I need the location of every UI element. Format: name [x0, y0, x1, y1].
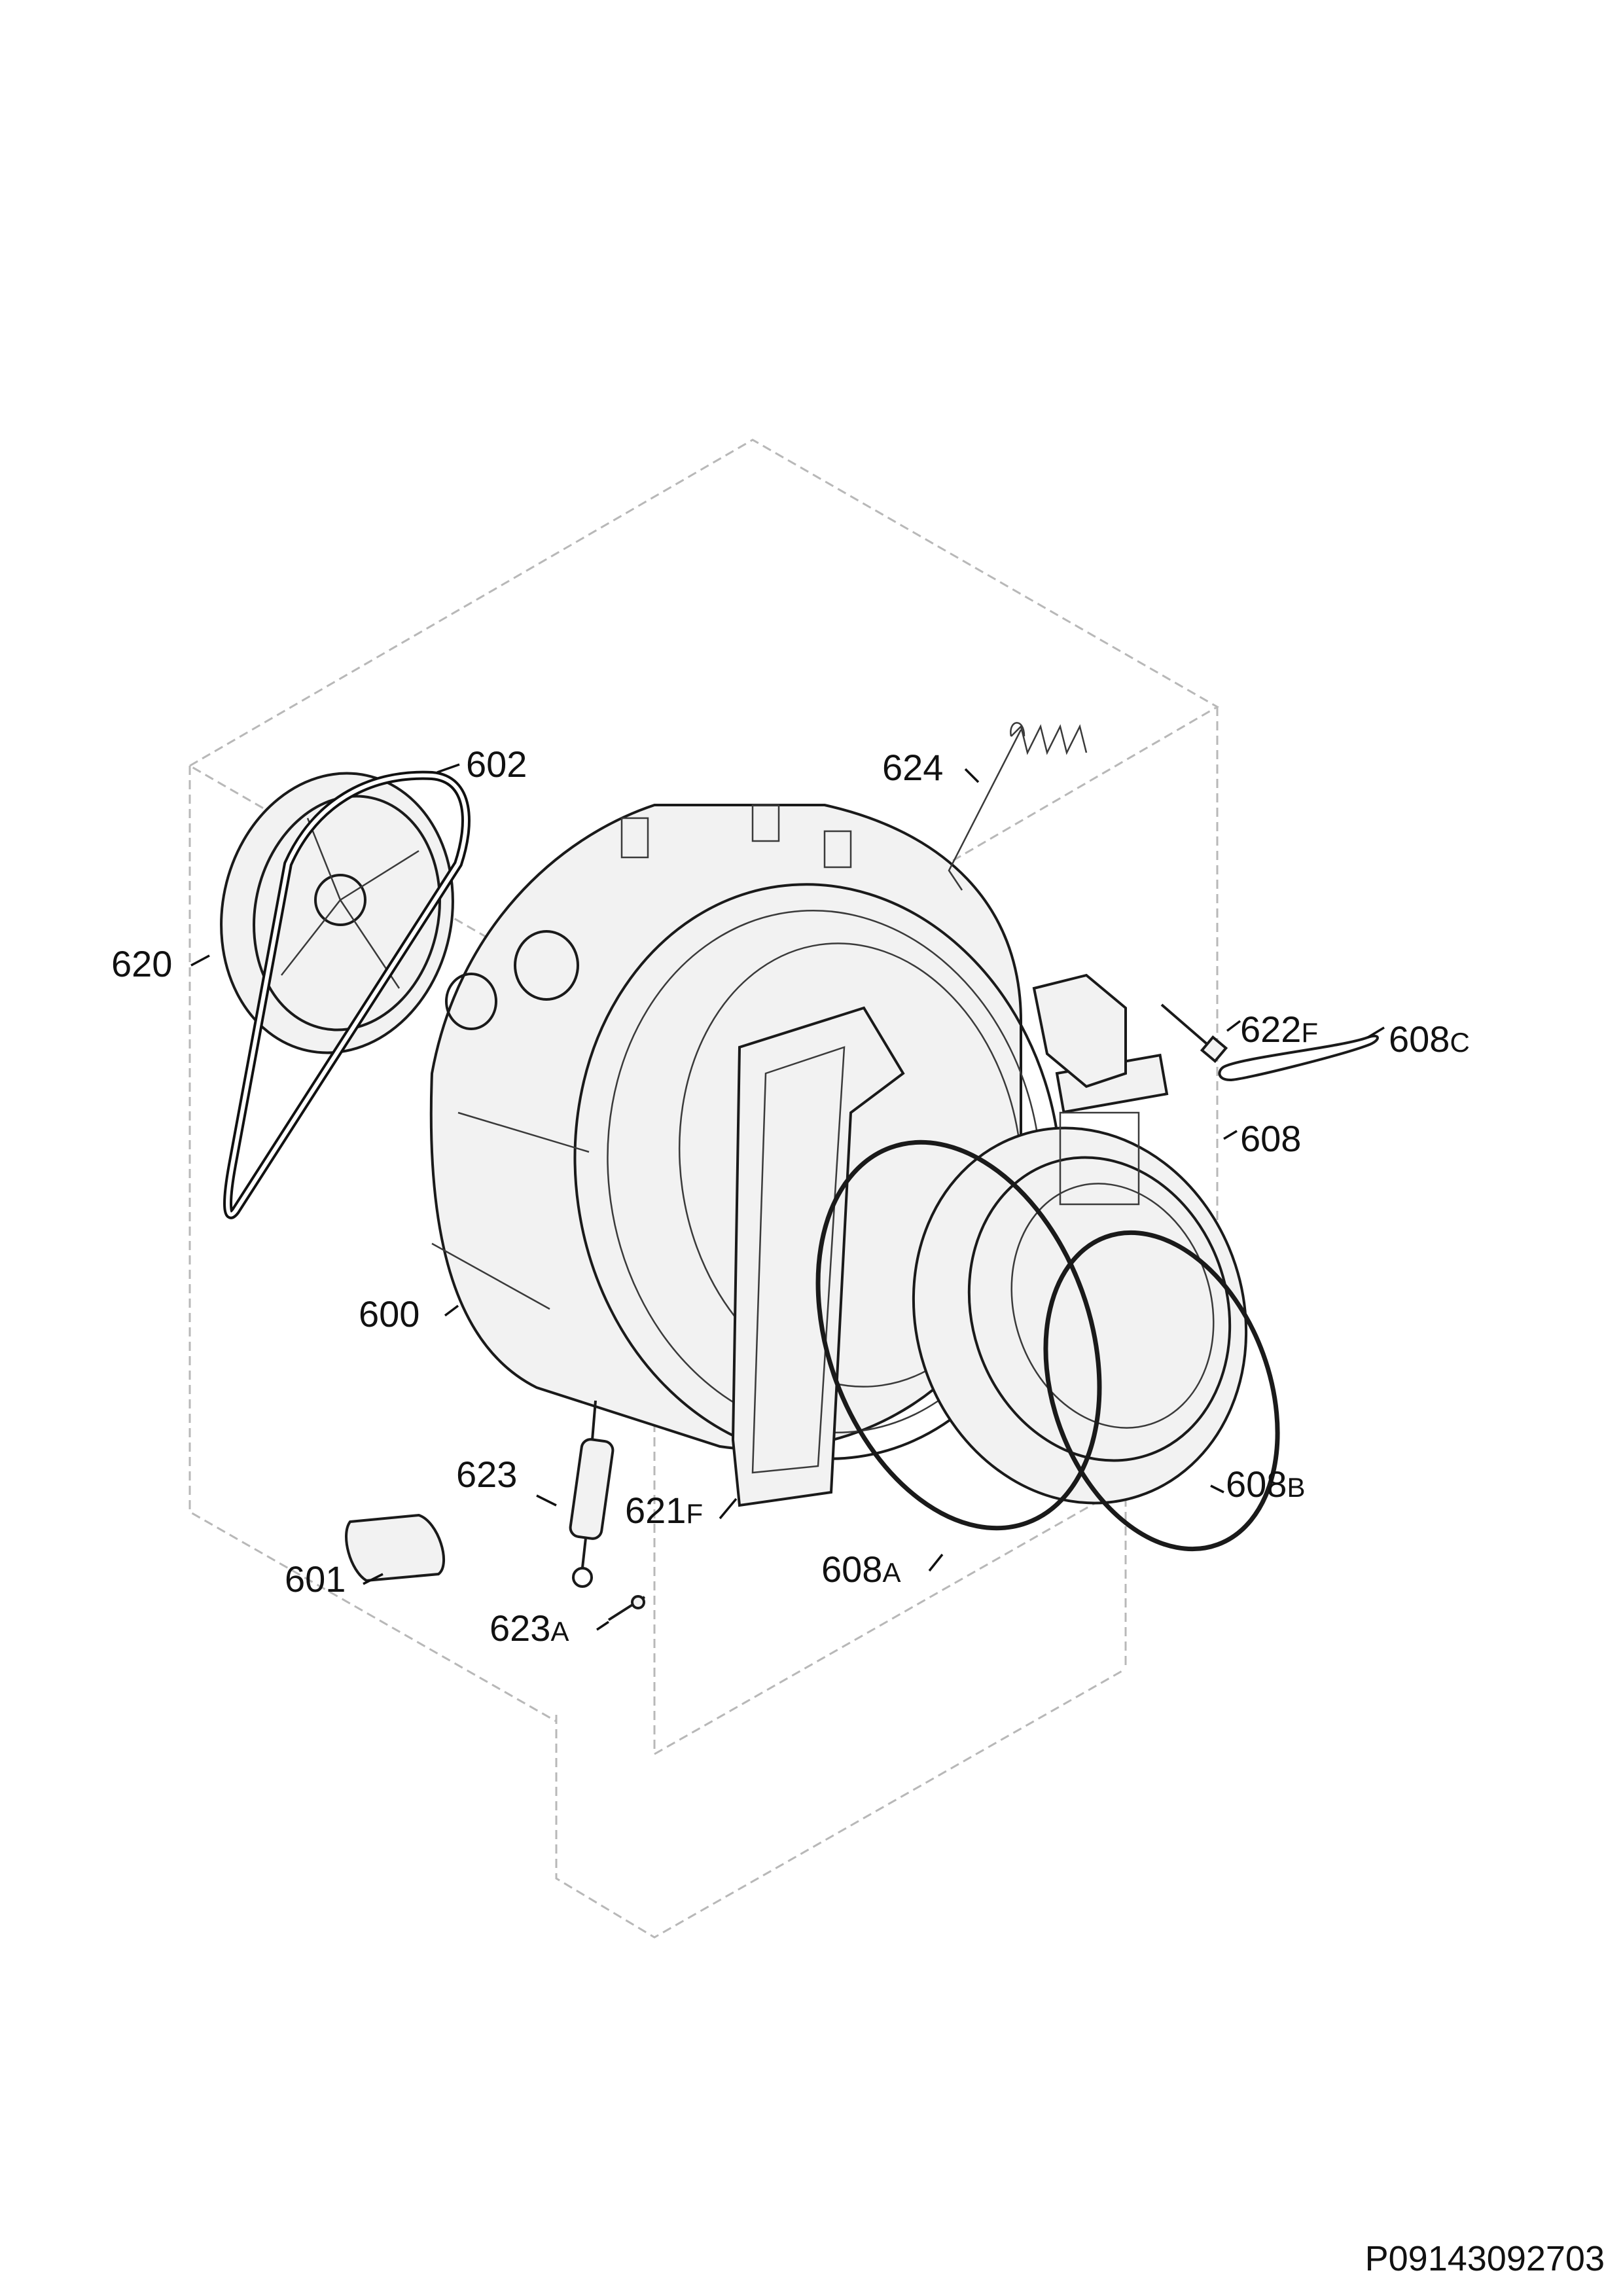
callout-number: 608: [821, 1549, 883, 1590]
callout-number: 600: [359, 1293, 420, 1335]
callout-608B: 608B: [1226, 1466, 1305, 1503]
callout-suffix: F: [1301, 1017, 1319, 1048]
callout-number: 608: [1226, 1463, 1287, 1505]
callout-number: 620: [111, 943, 173, 984]
callout-601: 601: [285, 1561, 346, 1598]
leader-lines: [190, 763, 1385, 1631]
callout-number: 601: [285, 1558, 346, 1600]
callout-suffix: A: [550, 1616, 569, 1647]
callout-623: 623: [456, 1456, 517, 1493]
callout-suffix: F: [686, 1498, 704, 1529]
callout-621F: 621F: [625, 1492, 703, 1529]
bracket-icon: [1032, 973, 1127, 1088]
callout-600: 600: [359, 1296, 419, 1333]
outer-clamp-ring-icon: [1043, 1230, 1280, 1552]
callout-624: 624: [882, 749, 943, 786]
callout-suffix: C: [1450, 1027, 1470, 1058]
screw-icon: [1160, 1003, 1228, 1064]
callout-number: 622: [1240, 1009, 1302, 1050]
callout-608C: 608C: [1389, 1021, 1470, 1058]
callout-number: 602: [466, 744, 527, 785]
callout-number: 623: [456, 1454, 518, 1495]
callout-602: 602: [466, 746, 527, 783]
callout-suffix: A: [882, 1557, 901, 1588]
spring-clip-icon: [1218, 1034, 1379, 1082]
callout-608A: 608A: [821, 1551, 901, 1588]
seal-clamp-ring-icon: [815, 1139, 1102, 1531]
figure-code: P09143092703: [1364, 2239, 1605, 2278]
callout-number: 608: [1389, 1018, 1450, 1060]
callout-608: 608: [1240, 1121, 1301, 1157]
callout-number: 623: [490, 1607, 551, 1649]
drive-belt-icon: [223, 770, 471, 1219]
callout-number: 621: [625, 1490, 687, 1531]
pin-icon: [607, 1595, 646, 1621]
weight-block-icon: [345, 1513, 445, 1583]
callout-number: 624: [882, 747, 944, 788]
callout-623A: 623A: [490, 1610, 569, 1647]
callout-number: 608: [1240, 1118, 1302, 1159]
callout-620: 620: [111, 946, 172, 982]
suspension-spring-icon: [948, 722, 1088, 891]
callout-622F: 622F: [1240, 1011, 1318, 1048]
callout-suffix: B: [1287, 1472, 1306, 1503]
shock-absorber-icon: [569, 1400, 615, 1588]
